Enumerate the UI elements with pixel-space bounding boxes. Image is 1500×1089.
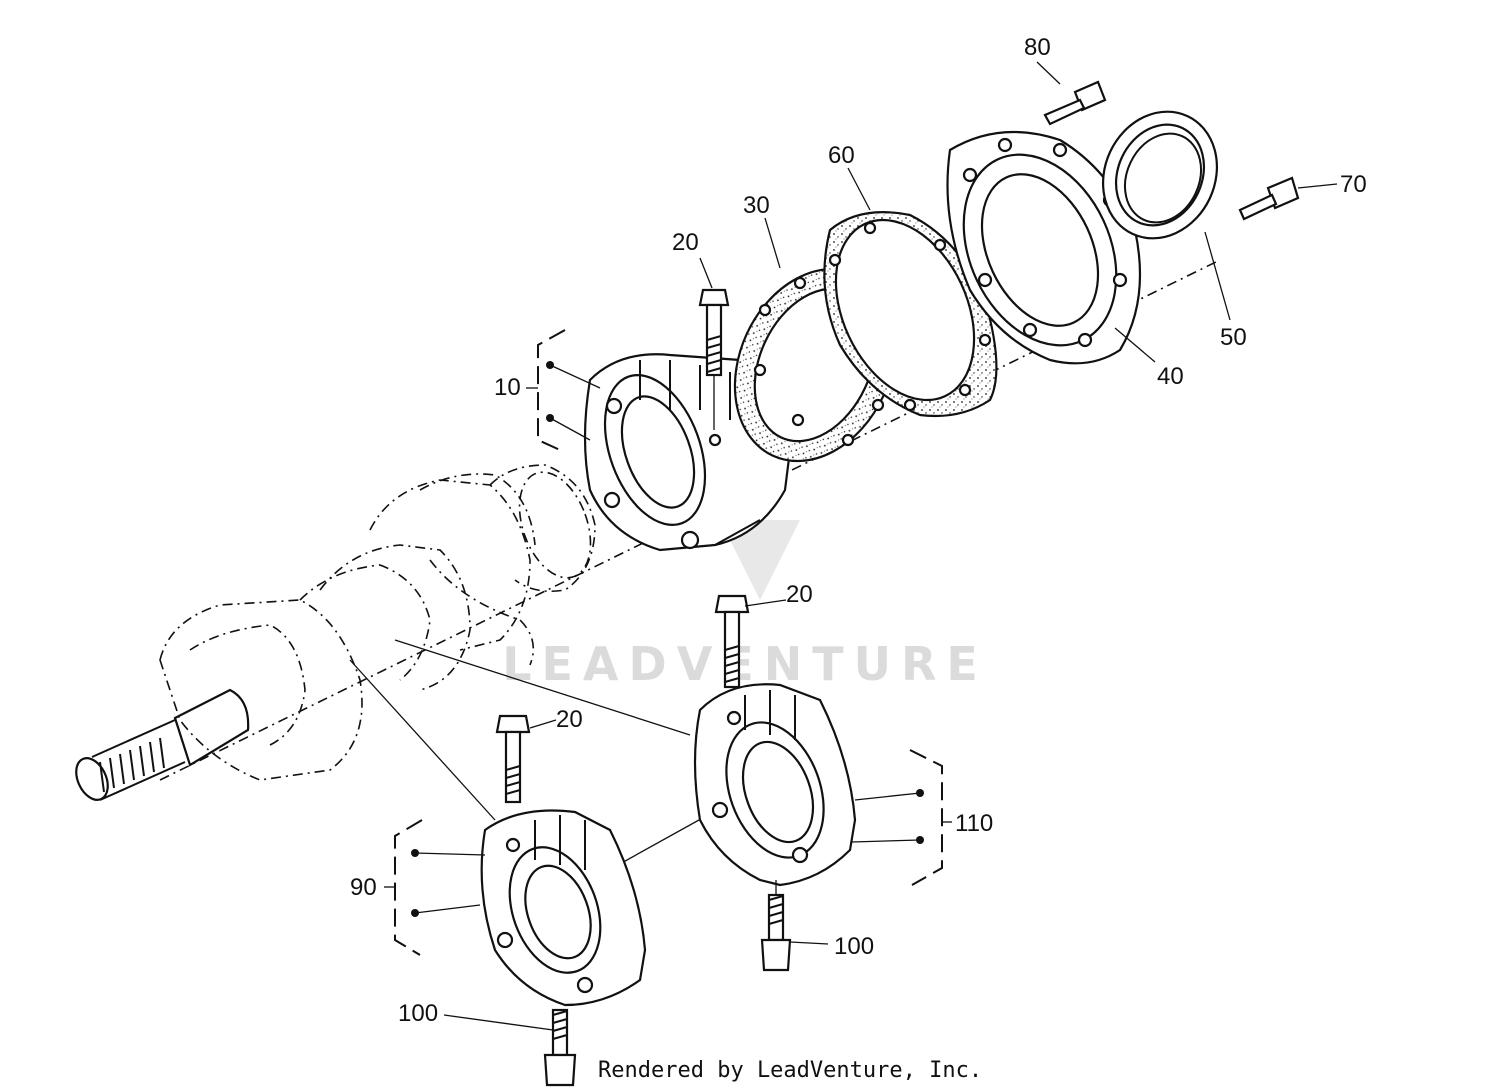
part-60-gasket (823, 211, 998, 418)
callout-20-middle: 20 (786, 581, 813, 608)
bracket-10 (537, 329, 601, 451)
crankshaft (75, 464, 596, 801)
bolt-100-lower (543, 1008, 577, 1087)
part-110-bearing-holder (693, 683, 857, 887)
bolt-70 (1238, 176, 1300, 221)
bracket-110 (851, 749, 943, 886)
callout-20-lower: 20 (556, 706, 583, 733)
bolt-20-top (698, 288, 730, 430)
callout-20-top: 20 (672, 229, 699, 256)
rendered-by-footer: Rendered by LeadVenture, Inc. (598, 1058, 982, 1083)
callout-110: 110 (955, 810, 993, 837)
callout-30: 30 (743, 192, 770, 219)
callout-60: 60 (828, 142, 855, 169)
callout-100-middle: 100 (834, 933, 874, 960)
callout-10: 10 (494, 374, 521, 401)
callout-80: 80 (1024, 34, 1051, 61)
leader-lines (384, 61, 1338, 1031)
callout-90: 90 (350, 874, 377, 901)
bolt-100-middle (760, 880, 792, 972)
watermark-text: LEADVENTURE (502, 637, 988, 691)
bolt-20-middle (714, 594, 750, 689)
bolt-80 (1043, 80, 1107, 126)
callout-100-lower: 100 (398, 1000, 438, 1027)
part-50-oil-seal (1101, 110, 1219, 240)
callout-70: 70 (1340, 171, 1367, 198)
part-40-housing (946, 130, 1142, 365)
callout-40: 40 (1157, 363, 1184, 390)
callout-labels: 80 70 60 30 20 50 40 10 20 20 110 90 100… (350, 34, 1367, 1027)
bracket-90 (394, 819, 486, 956)
part-90-bearing-holder (480, 809, 647, 1007)
bolt-20-lower (495, 714, 531, 804)
callout-50: 50 (1220, 324, 1247, 351)
